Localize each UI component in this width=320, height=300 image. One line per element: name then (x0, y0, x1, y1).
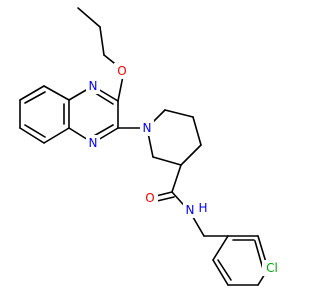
bond (99, 26, 105, 56)
bond (156, 196, 175, 202)
bond (212, 235, 229, 261)
bond (19, 127, 45, 144)
nitrogen-quinoxaline-bottom-label: N (89, 136, 98, 150)
nitrogen-amide-label: N (186, 203, 195, 217)
nitrogen-piperidine-label: N (143, 121, 152, 135)
bond (43, 85, 70, 101)
bond (192, 116, 202, 146)
label-mask (86, 78, 100, 94)
bond (164, 109, 194, 118)
bond (254, 240, 264, 270)
atom-label-layer: O N N N O N H Cl (86, 63, 282, 276)
label-mask (140, 120, 154, 136)
bond (19, 85, 45, 101)
label-mask (262, 260, 282, 276)
bond (171, 164, 182, 193)
nitrogen-quinoxaline-top-label: N (89, 79, 98, 93)
bond (155, 191, 173, 197)
bond (24, 91, 46, 104)
label-mask (183, 202, 197, 218)
chlorine-label: Cl (266, 261, 278, 275)
label-mask (114, 63, 130, 79)
label-mask (142, 190, 158, 206)
bond (77, 7, 101, 28)
bond (212, 259, 229, 286)
bond (152, 156, 182, 166)
bond (43, 127, 70, 144)
bond (24, 124, 46, 138)
bond-layer (19, 7, 269, 286)
bond (180, 144, 202, 166)
label-mask (86, 135, 100, 151)
oxygen-carbonyl-label: O (145, 191, 154, 205)
molecule-structure: O N N N O N H Cl (19, 7, 282, 286)
hydrogen-amide-label: H (198, 201, 207, 215)
bond (217, 259, 232, 281)
oxygen-ether-label: O (117, 64, 126, 78)
